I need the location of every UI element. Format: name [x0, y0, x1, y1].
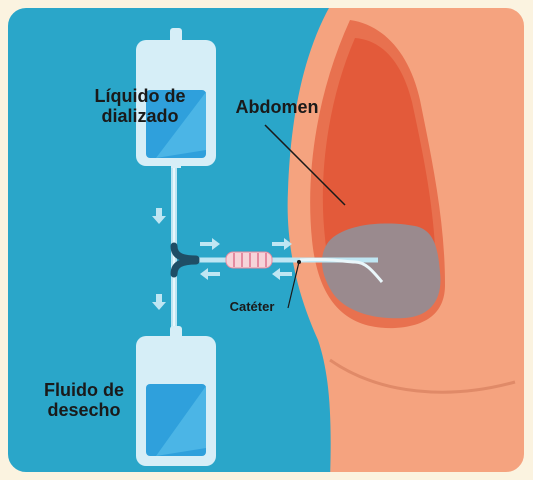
abdomen-label: Abdomen: [222, 97, 332, 117]
waste-bag: [136, 326, 216, 466]
catheter-label: Catéter: [212, 300, 292, 315]
waste-fluid-label: Fluido de desecho: [30, 380, 138, 420]
dialysis-fluid-label: Líquido de dializado: [78, 86, 202, 126]
